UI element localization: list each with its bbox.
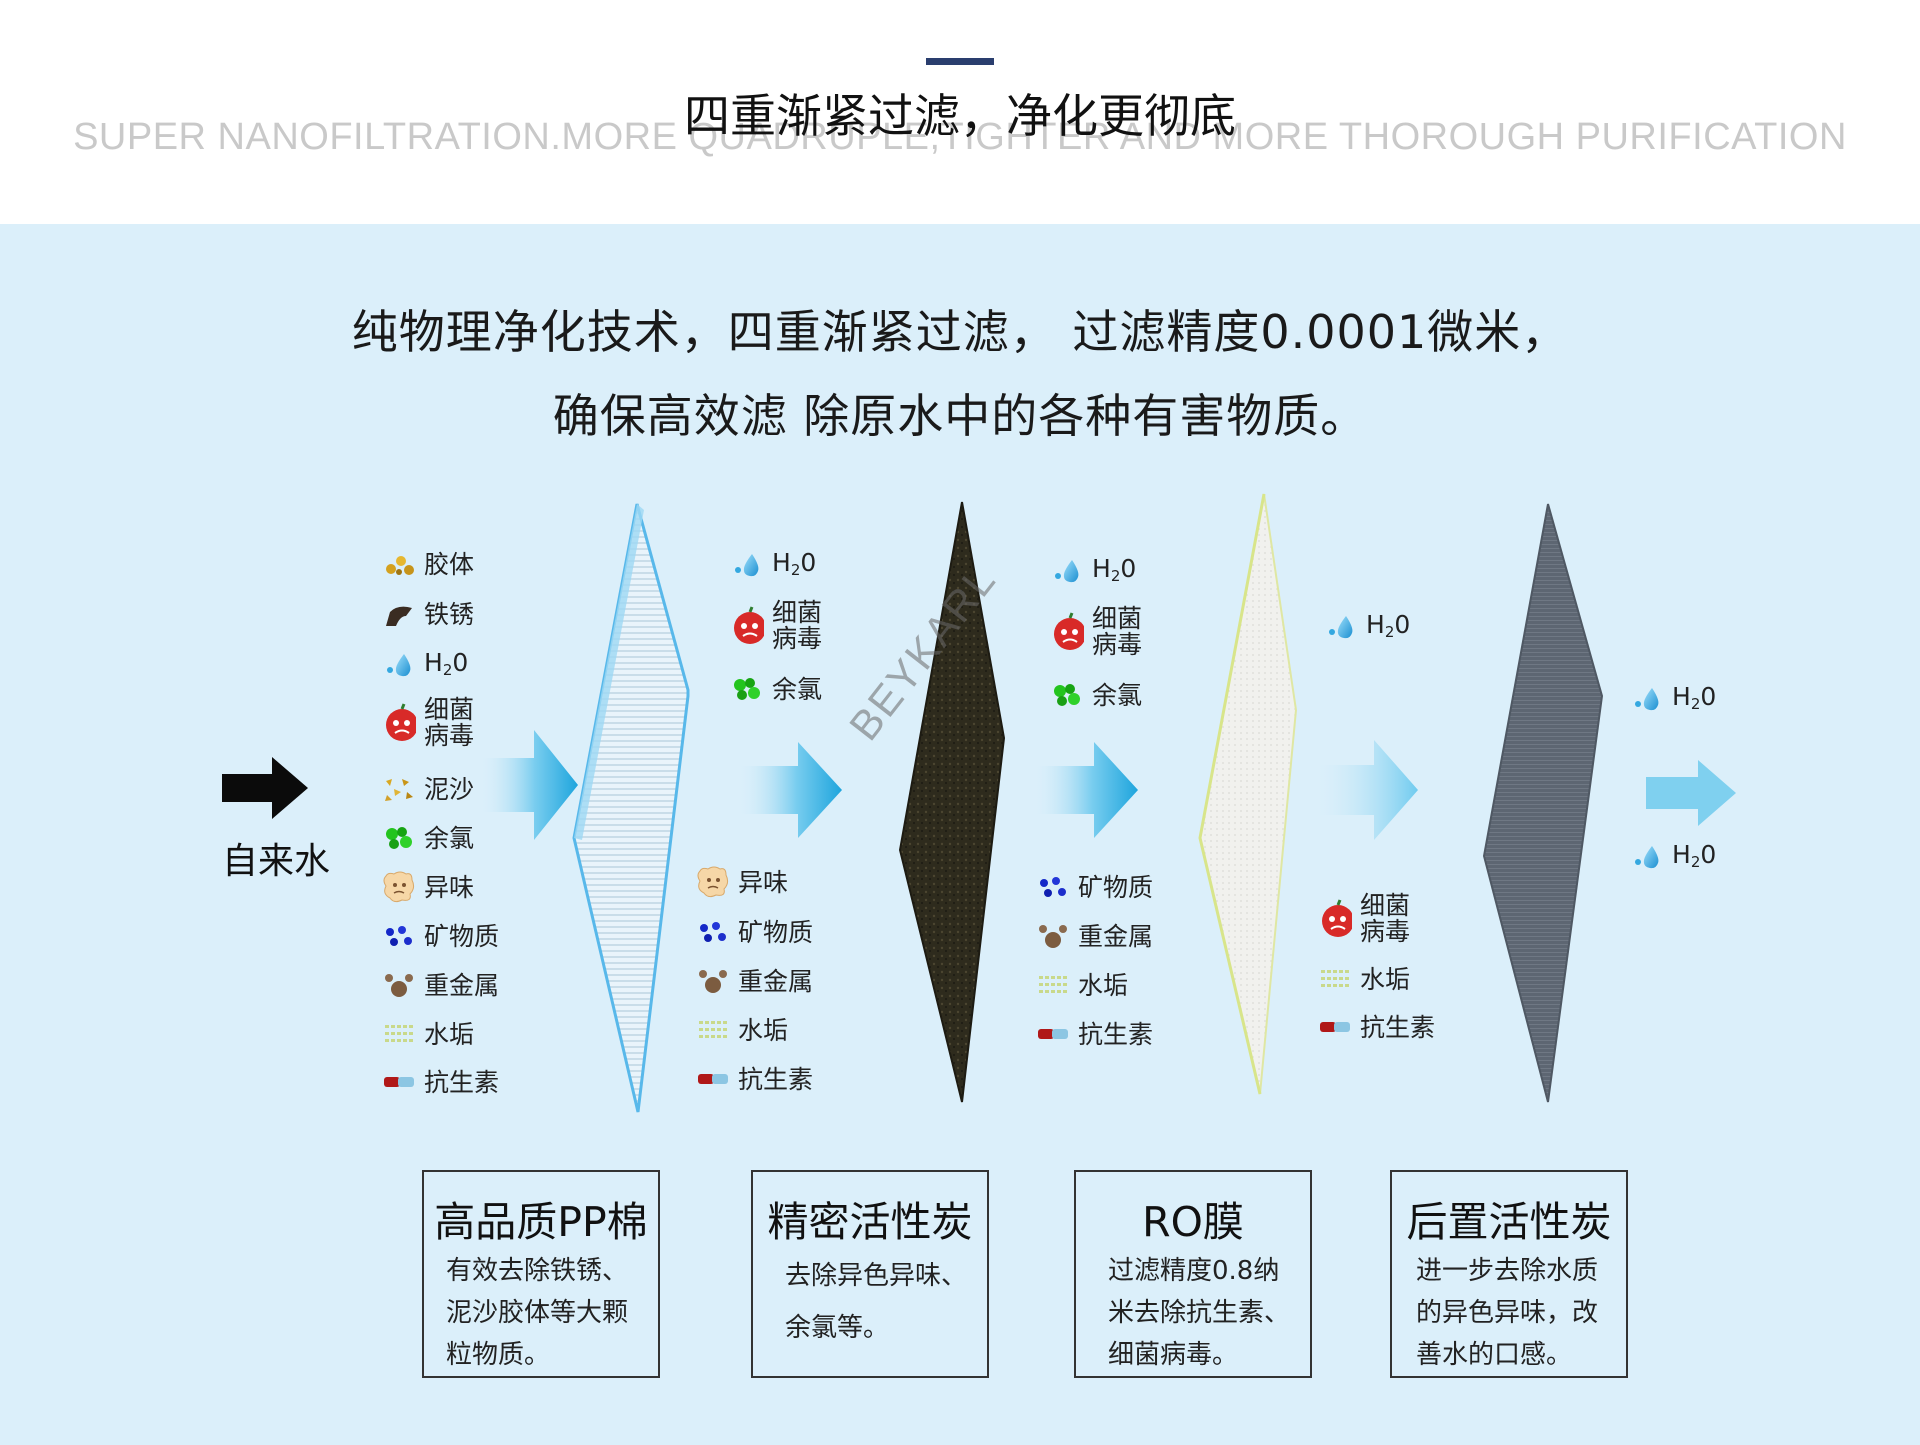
water-drop-icon xyxy=(1050,556,1084,584)
antibiotic-capsule-icon xyxy=(1318,1013,1352,1041)
chlorine-icon xyxy=(382,824,416,852)
list-item: 余氯 xyxy=(382,824,474,852)
post-carbon-layer xyxy=(1482,503,1604,1103)
water-drop-icon xyxy=(1324,612,1358,640)
list-item: 矿物质 xyxy=(1036,873,1153,901)
water-drop-icon xyxy=(1630,842,1664,870)
source-arrow-icon xyxy=(222,757,308,819)
card-title: RO膜 xyxy=(1142,1198,1244,1246)
card-precision-carbon: 精密活性炭 去除异色异味、余氯等。 xyxy=(751,1170,989,1378)
water-drop-icon xyxy=(1630,684,1664,712)
water-drop-icon xyxy=(730,550,764,578)
list-item: 细菌病毒 xyxy=(382,696,474,750)
intro-line-1: 纯物理净化技术，四重渐紧过滤， 过滤精度0.0001微米， xyxy=(351,305,1569,359)
list-item: H20 xyxy=(1050,556,1136,584)
card-title: 精密活性炭 xyxy=(767,1198,973,1246)
water-drop-icon xyxy=(382,650,416,678)
list-item: 重金属 xyxy=(696,967,813,995)
list-item: 矿物质 xyxy=(696,918,813,946)
card-description: 去除异色异味、余氯等。 xyxy=(785,1261,968,1343)
list-item: 抗生素 xyxy=(696,1065,813,1093)
list-item: 细菌病毒 xyxy=(1318,892,1410,946)
scale-icon xyxy=(1318,965,1352,993)
flow-arrow-4-icon xyxy=(1318,740,1418,840)
card-post-carbon: 后置活性炭 进一步去除水质的异色异味，改善水的口感。 xyxy=(1390,1170,1628,1378)
mineral-icon xyxy=(1036,873,1070,901)
scale-icon xyxy=(382,1020,416,1048)
intro-line-2: 确保高效滤 除原水中的各种有害物质。 xyxy=(552,389,1368,443)
list-item: 重金属 xyxy=(382,971,499,999)
bacteria-icon xyxy=(1318,899,1352,938)
list-item: H20 xyxy=(730,550,816,578)
chlorine-icon xyxy=(730,675,764,703)
card-ro-membrane: RO膜 过滤精度0.8纳米去除抗生素、细菌病毒。 xyxy=(1074,1170,1312,1378)
flow-arrow-output-icon xyxy=(1646,760,1736,826)
pp-cotton-layer xyxy=(572,503,690,1113)
scale-icon xyxy=(696,1016,730,1044)
mineral-icon xyxy=(382,922,416,950)
rust-icon xyxy=(382,600,416,628)
colloid-icon xyxy=(382,550,416,578)
list-item: 矿物质 xyxy=(382,922,499,950)
list-item: H20 xyxy=(382,650,468,678)
list-item: H20 xyxy=(1630,842,1716,870)
card-description: 过滤精度0.8纳米去除抗生素、细菌病毒。 xyxy=(1108,1256,1291,1370)
mineral-icon xyxy=(696,918,730,946)
antibiotic-capsule-icon xyxy=(696,1065,730,1093)
flow-arrow-2-icon xyxy=(740,742,842,838)
card-description: 有效去除铁锈、泥沙胶体等大颗粒物质。 xyxy=(446,1256,629,1370)
card-title: 高品质PP棉 xyxy=(434,1198,648,1246)
page-title: 四重渐紧过滤，净化更彻底 xyxy=(684,89,1236,143)
chlorine-icon xyxy=(1050,681,1084,709)
list-item: 抗生素 xyxy=(1318,1013,1435,1041)
flow-arrow-1-icon xyxy=(482,730,578,840)
card-pp-cotton: 高品质PP棉 有效去除铁锈、泥沙胶体等大颗粒物质。 xyxy=(422,1170,660,1378)
bacteria-icon xyxy=(382,703,416,742)
list-item: 水垢 xyxy=(1318,965,1410,993)
list-item: 胶体 xyxy=(382,550,474,578)
english-subtitle: SUPER NANOFILTRATION.MORE QUADRUPLE,TIGH… xyxy=(73,116,1847,158)
card-description: 进一步去除水质的异色异味，改善水的口感。 xyxy=(1416,1256,1599,1370)
heavy-metal-icon xyxy=(696,967,730,995)
activated-carbon-layer xyxy=(898,501,1006,1103)
list-item: 异味 xyxy=(696,866,788,898)
title-accent-bar xyxy=(926,58,994,65)
list-item: 余氯 xyxy=(730,675,822,703)
sand-icon xyxy=(382,775,416,803)
odor-icon xyxy=(382,871,416,903)
list-item: 细菌病毒 xyxy=(1050,605,1142,659)
ro-membrane-layer xyxy=(1198,493,1298,1095)
list-item: 水垢 xyxy=(696,1016,788,1044)
antibiotic-capsule-icon xyxy=(382,1068,416,1096)
list-item: 泥沙 xyxy=(382,775,474,803)
list-item: 抗生素 xyxy=(1036,1020,1153,1048)
heavy-metal-icon xyxy=(382,971,416,999)
bacteria-icon xyxy=(1050,612,1084,651)
bacteria-icon xyxy=(730,606,764,645)
odor-icon xyxy=(696,866,730,898)
scale-icon xyxy=(1036,971,1070,999)
list-item: H20 xyxy=(1324,612,1410,640)
list-item: 细菌病毒 xyxy=(730,599,822,653)
list-item: 铁锈 xyxy=(382,600,474,628)
card-title: 后置活性炭 xyxy=(1406,1198,1612,1246)
list-item: 水垢 xyxy=(1036,971,1128,999)
list-item: H20 xyxy=(1630,684,1716,712)
flow-arrow-3-icon xyxy=(1036,742,1138,838)
source-label: 自来水 xyxy=(222,841,331,882)
heavy-metal-icon xyxy=(1036,922,1070,950)
list-item: 抗生素 xyxy=(382,1068,499,1096)
list-item: 水垢 xyxy=(382,1020,474,1048)
antibiotic-capsule-icon xyxy=(1036,1020,1070,1048)
list-item: 余氯 xyxy=(1050,681,1142,709)
list-item: 异味 xyxy=(382,871,474,903)
list-item: 重金属 xyxy=(1036,922,1153,950)
